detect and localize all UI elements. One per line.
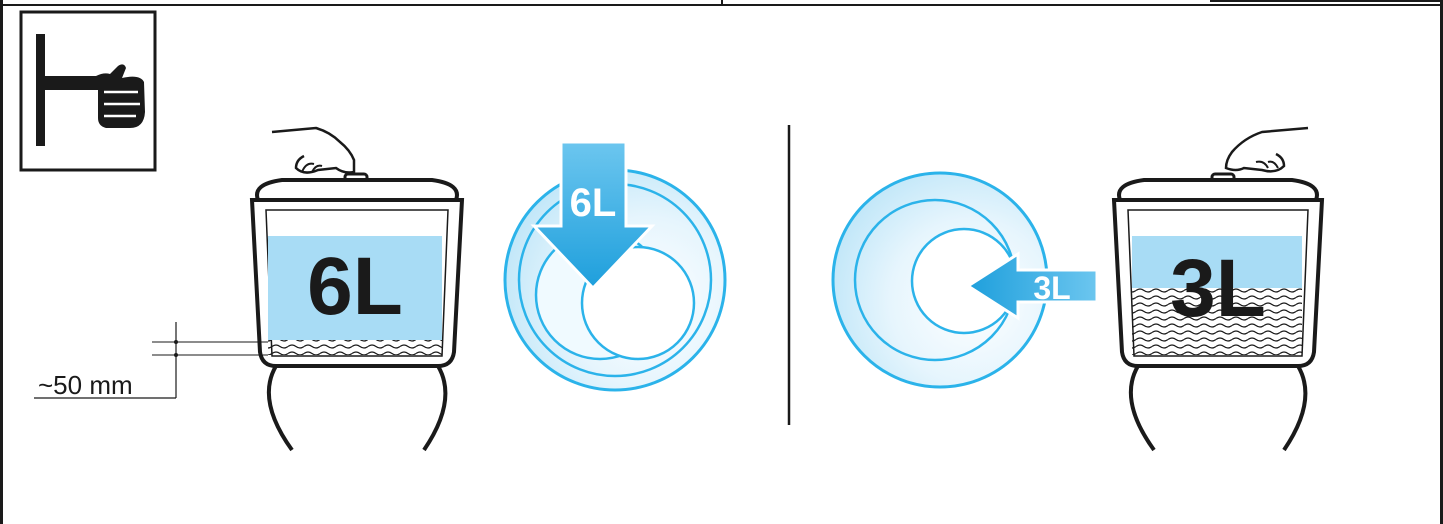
- left-tank-volume-label: 6L: [307, 241, 403, 332]
- pointing-hand-icon: [19, 10, 157, 172]
- left-tank: 6L: [249, 126, 465, 452]
- half-flush-button-icon: 3L: [831, 171, 1099, 389]
- right-tank-volume-label: 3L: [1170, 243, 1266, 334]
- residual-level-dimension: ~50 mm: [34, 322, 268, 400]
- right-tank: 3L: [1111, 126, 1325, 452]
- hand-pressing-icon: [1224, 126, 1309, 173]
- water-fill: [268, 236, 442, 340]
- full-flush-label: 6L: [570, 181, 617, 225]
- residual-level-label: ~50 mm: [38, 370, 133, 400]
- full-flush-button-icon: 6L: [503, 140, 727, 392]
- hand-pressing-icon: [271, 126, 356, 174]
- half-flush-label: 3L: [1033, 270, 1070, 306]
- water-fill: [1132, 236, 1302, 288]
